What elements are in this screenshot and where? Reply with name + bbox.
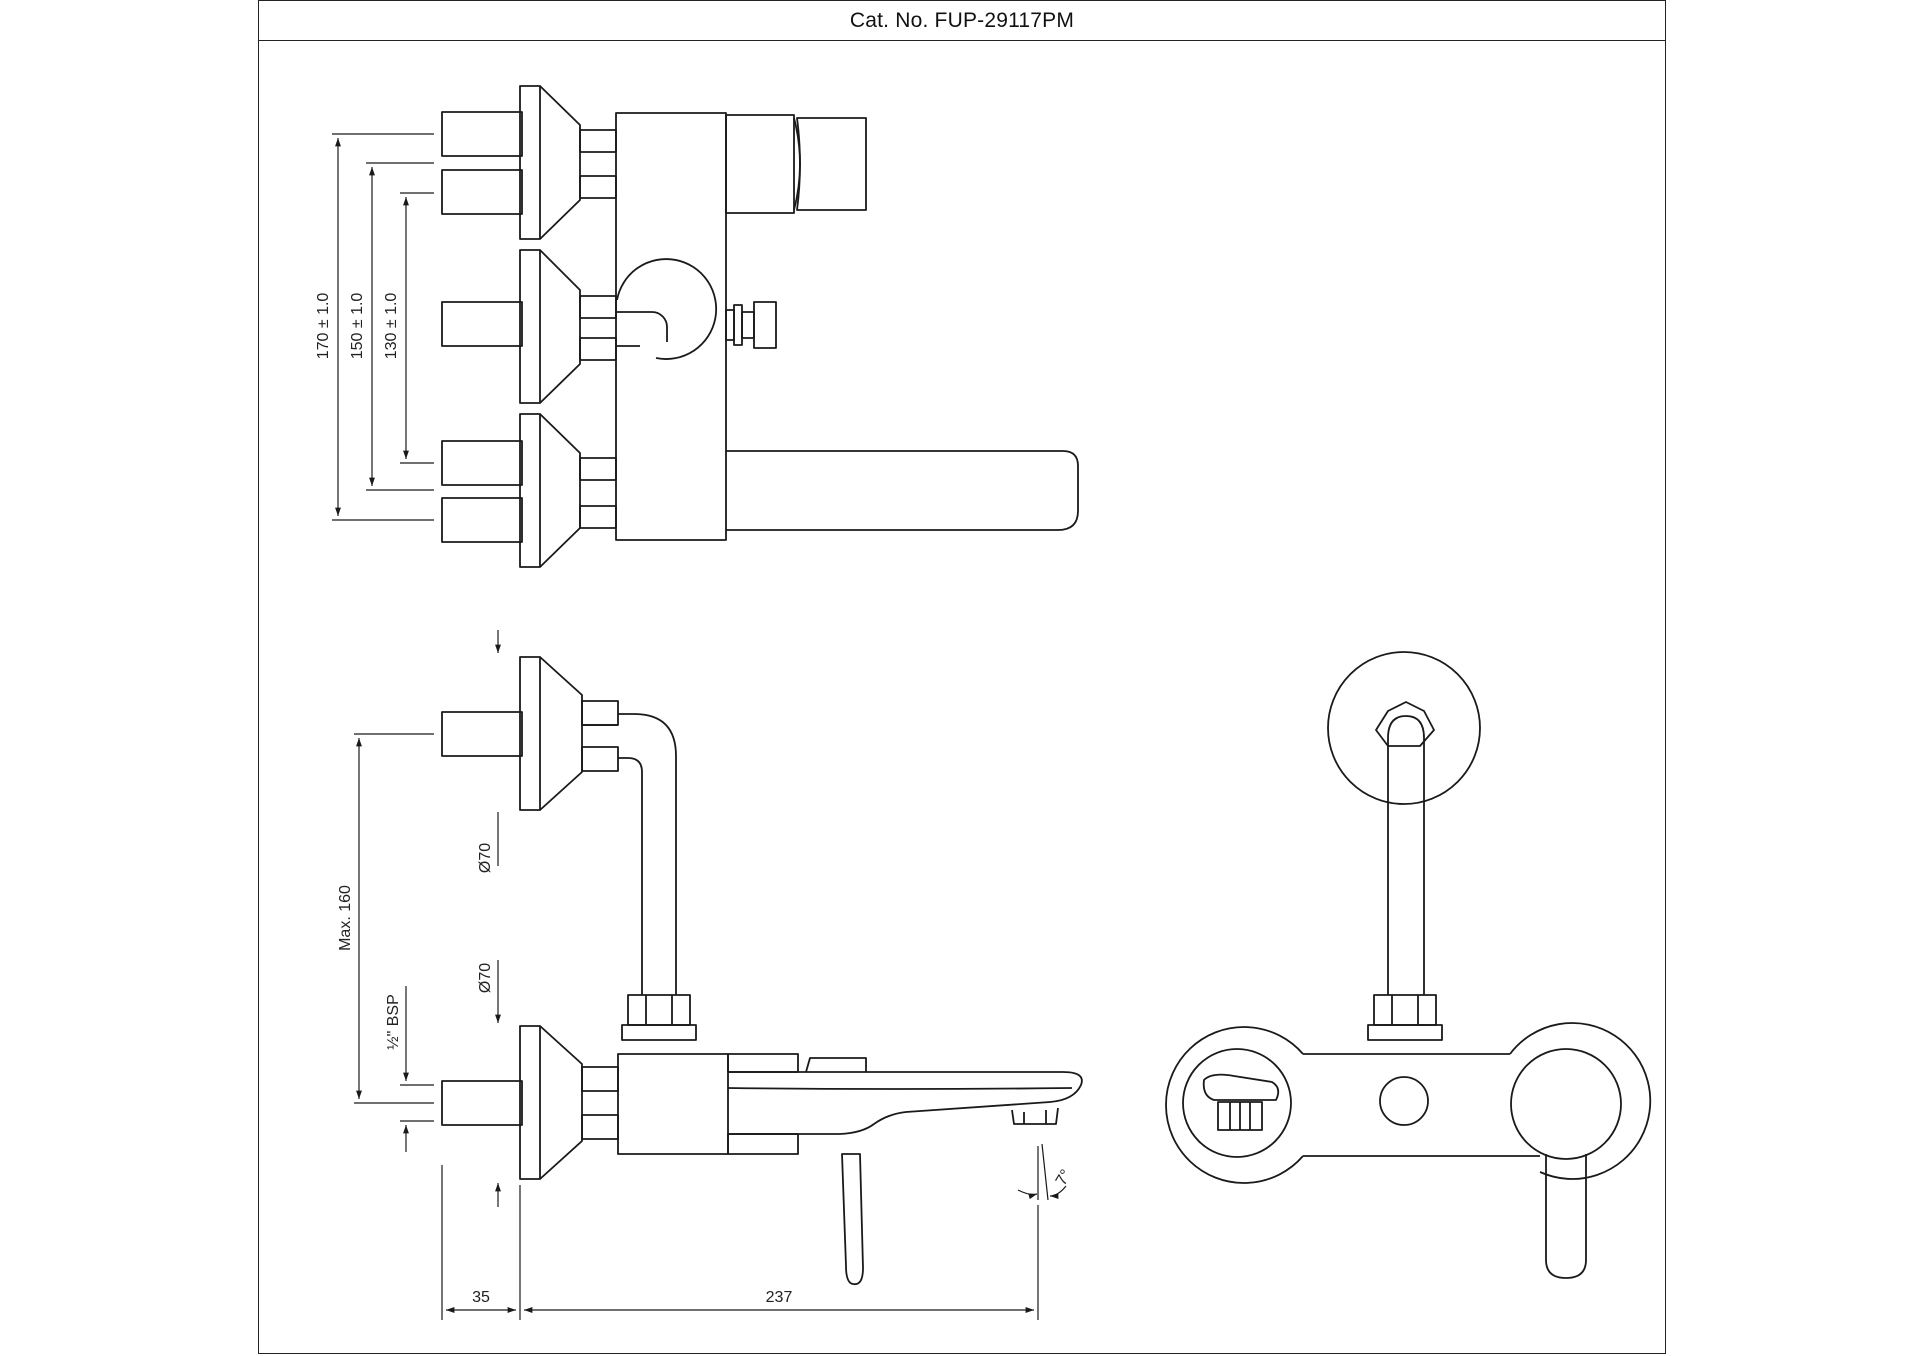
dim-centers-130: 130 ± 1.0	[383, 293, 400, 360]
top-dimensions	[332, 133, 434, 521]
dim-dia-70-bottom: Ø70	[477, 963, 494, 993]
dim-angle-7: 7°	[1053, 1167, 1075, 1189]
top-mixer-body	[615, 112, 1079, 541]
side-angle-mark	[1017, 1143, 1067, 1201]
top-eccentric-middle	[441, 249, 617, 404]
dimension-labels: 170 ± 1.0 150 ± 1.0 130 ± 1.0 Max. 160 Ø…	[315, 293, 1075, 1306]
dim-dia-70-top: Ø70	[477, 843, 494, 873]
side-dimensions	[354, 630, 1039, 1320]
front-shower-outlet	[1327, 651, 1481, 995]
dim-thread: ½" BSP	[385, 994, 402, 1049]
side-view	[354, 630, 1083, 1320]
top-view	[332, 85, 1079, 568]
side-mixer-body	[617, 1053, 1083, 1286]
top-eccentric-upper	[441, 85, 617, 240]
dim-centers-170: 170 ± 1.0	[315, 293, 332, 360]
drawing-frame: Cat. No. FUP-29117PM	[258, 0, 1666, 1354]
top-eccentric-lower	[441, 413, 617, 568]
dim-wall-35: 35	[472, 1289, 490, 1306]
dim-centers-150: 150 ± 1.0	[349, 293, 366, 360]
front-mixer-body	[1165, 1022, 1652, 1279]
side-coupling-nut	[621, 994, 697, 1041]
side-eccentric-lower	[441, 1025, 619, 1180]
front-view	[1165, 651, 1652, 1279]
side-eccentric-upper	[441, 656, 677, 995]
title-block: Cat. No. FUP-29117PM	[259, 1, 1665, 41]
front-coupling-nut	[1367, 994, 1443, 1041]
dim-reach-237: 237	[766, 1289, 793, 1306]
catalog-number: Cat. No. FUP-29117PM	[849, 8, 1075, 32]
dim-max-160: Max. 160	[337, 885, 354, 951]
